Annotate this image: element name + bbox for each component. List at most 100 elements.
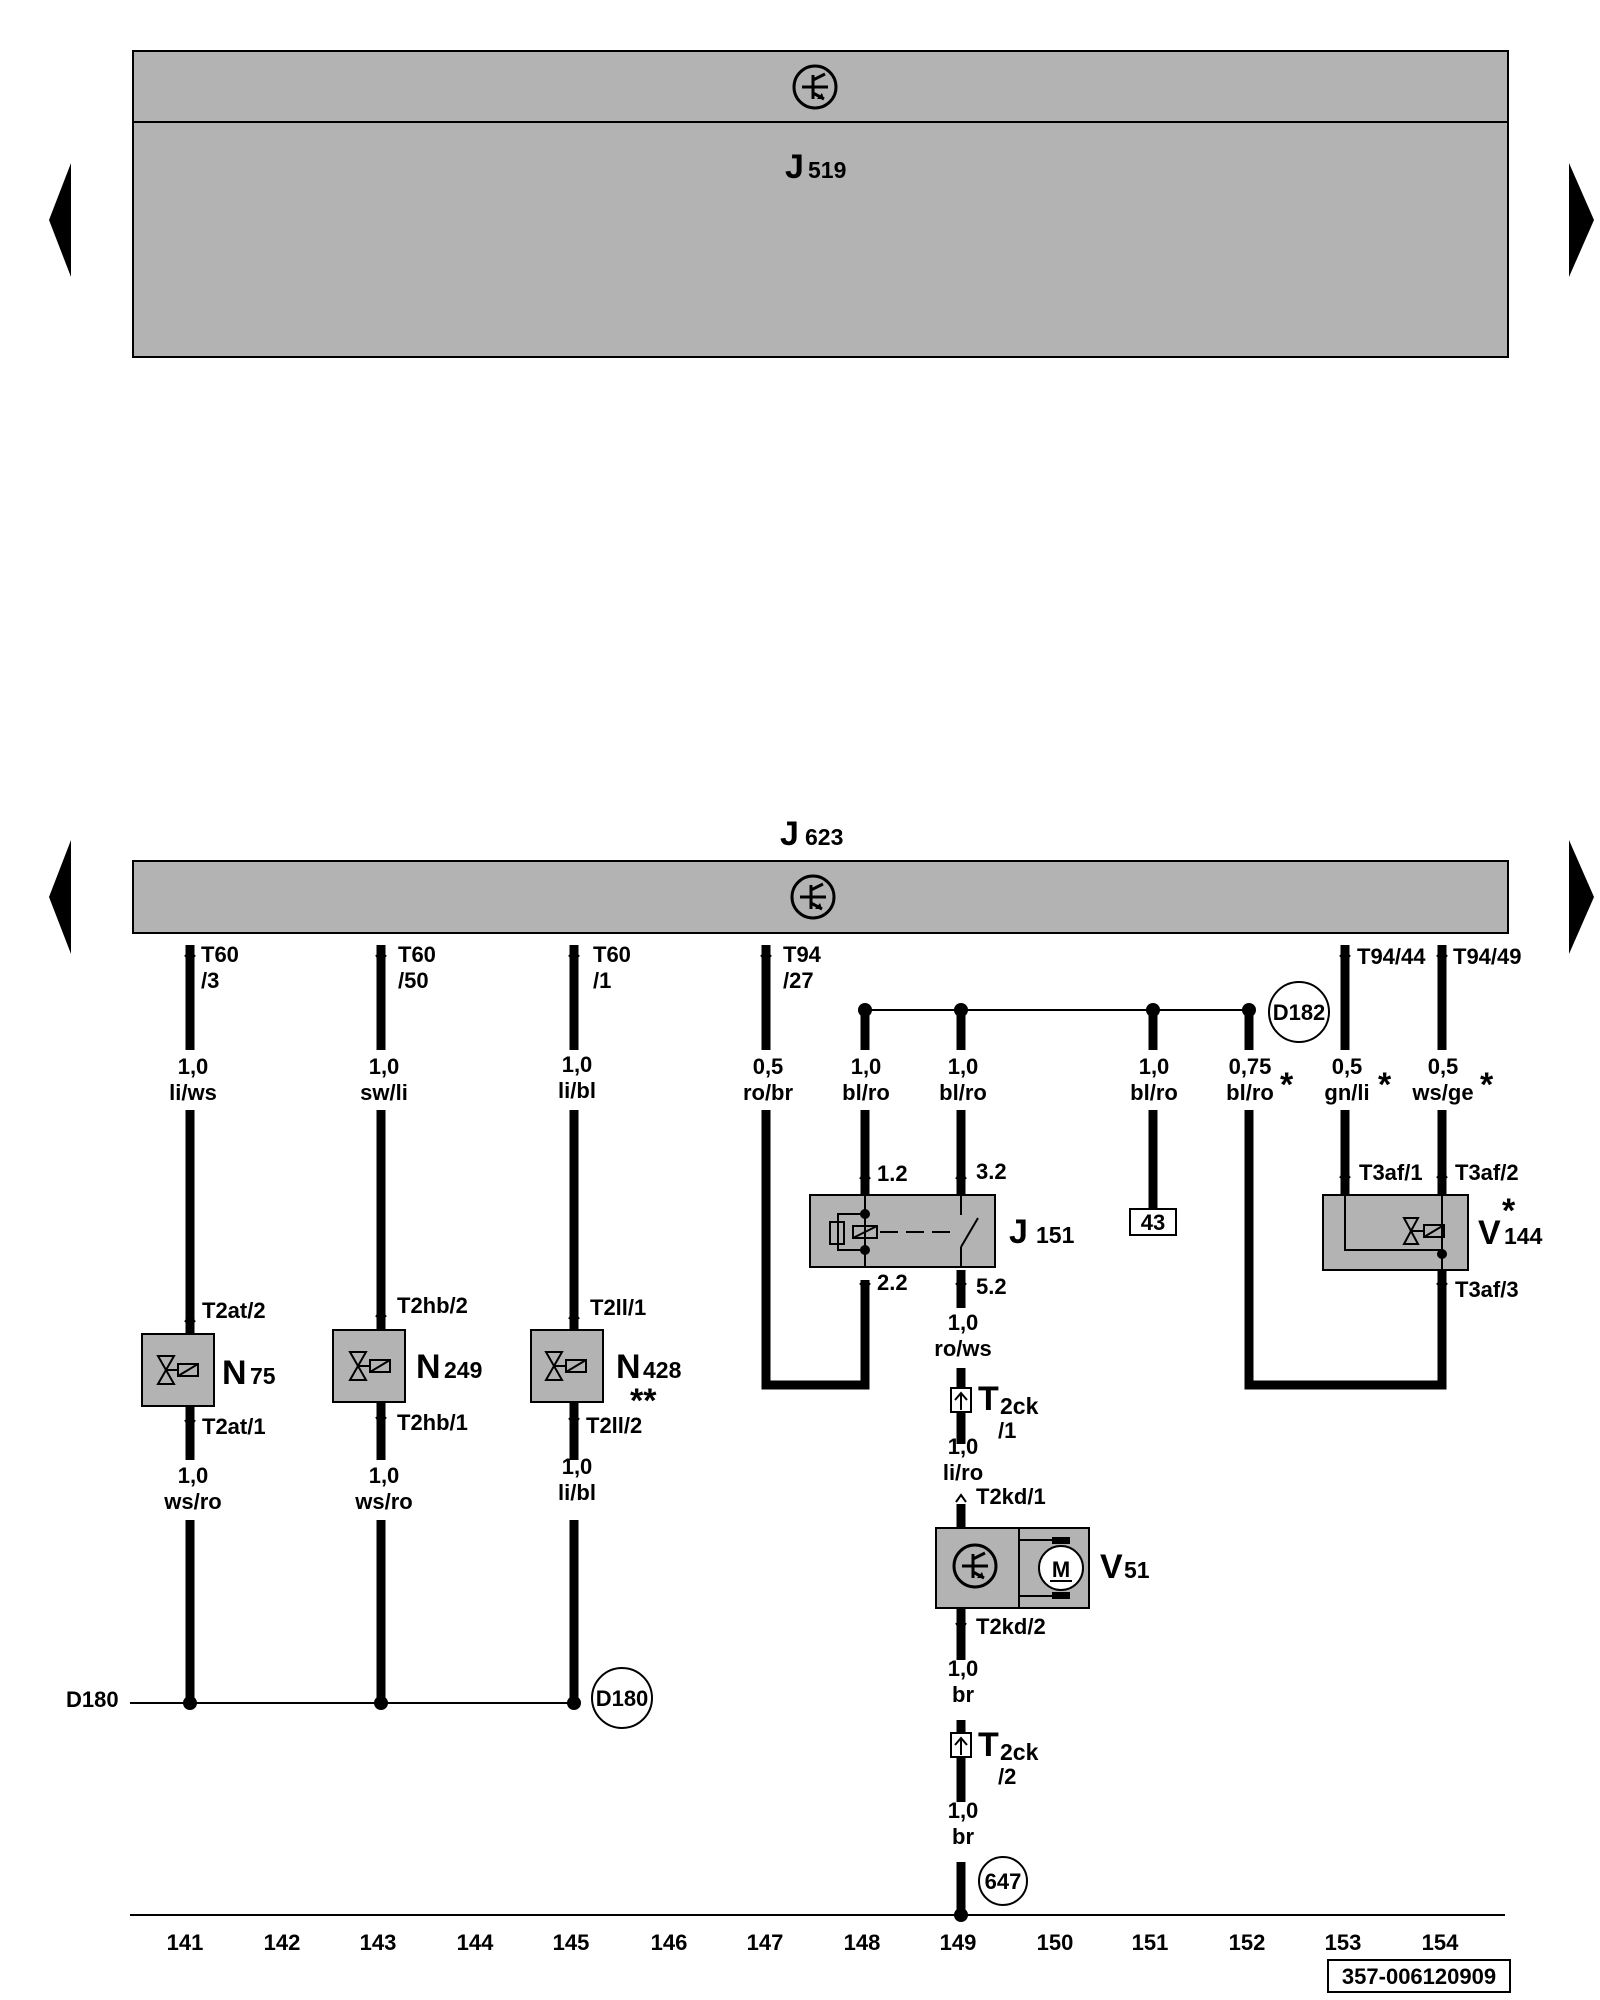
component-sub: 51 <box>1124 1557 1150 1583</box>
column-number: 150 <box>1037 1930 1074 1955</box>
column-number: 151 <box>1132 1930 1169 1955</box>
relay-icon <box>829 1195 979 1267</box>
column-number: 149 <box>940 1930 977 1955</box>
ecu-connectors: T60 /3 T60 /50 T60 /1 T94 /27 T94/44 T94… <box>184 942 1522 993</box>
component-letter: N <box>416 1348 441 1386</box>
component-sub: 249 <box>444 1357 482 1383</box>
component-sub: 75 <box>250 1363 276 1389</box>
column-number: 144 <box>457 1930 494 1955</box>
ground-label: D180 <box>66 1687 119 1712</box>
column-number: 152 <box>1229 1930 1266 1955</box>
connector-pin: /27 <box>783 968 814 993</box>
pump-v51: T2kd/1 M T2kd/2 V 51 <box>935 1484 1150 1639</box>
connector-label: T60 <box>398 942 436 967</box>
connector-t2ck-1: T 2ck /1 <box>950 1380 1039 1443</box>
asterisk-mark: * <box>1502 1192 1516 1230</box>
column-number: 141 <box>167 1930 204 1955</box>
j623-sub: 623 <box>805 824 843 850</box>
pin-label: 5.2 <box>976 1274 1007 1299</box>
wire-color: sw/li <box>360 1080 408 1105</box>
wire-gauge: 1,0 <box>948 1054 979 1079</box>
control-unit-j519: J 519 <box>132 50 1509 358</box>
pin-label: T2hb/1 <box>397 1410 468 1435</box>
ground-point-label: 647 <box>985 1869 1022 1894</box>
nav-left-arrow-top[interactable] <box>49 163 71 277</box>
pin-label: 1.2 <box>877 1161 908 1186</box>
splice-d180: D180 D180 <box>66 1667 653 1729</box>
connector-pin: /1 <box>593 968 611 993</box>
nav-right-arrow-bottom[interactable] <box>1569 840 1594 954</box>
connector-label: T60 <box>201 942 239 967</box>
column-number: 148 <box>844 1930 881 1955</box>
reference-box-label: 43 <box>1141 1210 1165 1235</box>
wire-gauge: 0,5 <box>1428 1054 1459 1079</box>
splice-d182: D182 <box>1268 981 1330 1043</box>
column-number: 142 <box>264 1930 301 1955</box>
component-sub: 151 <box>1036 1222 1075 1248</box>
component-letter: J <box>1009 1213 1028 1251</box>
reference-box-43: 43 <box>1129 1208 1177 1236</box>
nav-left-arrow-bottom[interactable] <box>49 840 71 954</box>
nav-right-arrow-top[interactable] <box>1569 163 1594 277</box>
wire-gauge: 1,0 <box>948 1434 979 1459</box>
valve-n75: T2at/2 T2at/1 N 75 <box>141 1298 276 1439</box>
component-letter: V <box>1478 1214 1501 1252</box>
pin-label: T2kd/1 <box>976 1484 1046 1509</box>
valve-n249: T2hb/2 T2hb/1 N 249 <box>332 1293 482 1435</box>
j623-letter: J <box>780 815 799 853</box>
valve-n428: T2ll/1 T2ll/1 T2ll/2 N 428 ** <box>530 1295 682 1438</box>
column-number: 146 <box>651 1930 688 1955</box>
label-gaps <box>155 1050 1479 1862</box>
column-number: 147 <box>747 1930 784 1955</box>
double-asterisk-mark: ** <box>630 1382 657 1420</box>
pin-label: 2.2 <box>877 1270 908 1295</box>
component-sub: 2ck <box>1000 1393 1039 1419</box>
wire-color: ws/ge <box>1411 1080 1473 1105</box>
j519-sub: 519 <box>808 157 846 183</box>
pump-v144: T3af/1 T3af/2 T3af/3 V 144 * <box>1322 1160 1543 1302</box>
pin-label: T2ll/1 <box>590 1295 646 1320</box>
wire-color: ws/ro <box>354 1489 412 1514</box>
wire-gauge: 1,0 <box>562 1052 593 1077</box>
component-sub: 144 <box>1504 1223 1543 1249</box>
wire-gauge: 0,5 <box>753 1054 784 1079</box>
ground-point-647: 647 <box>978 1856 1028 1906</box>
splice-label: D180 <box>596 1686 649 1711</box>
relay-j151: 1.2 3.2 2.2 5.2 J 151 <box>809 1159 1075 1299</box>
column-number: 154 <box>1422 1930 1459 1955</box>
motor-icon: M <box>1019 1537 1084 1599</box>
wire-gauge: 1,0 <box>369 1054 400 1079</box>
pin-label: /1 <box>998 1418 1016 1443</box>
wire-color: ro/br <box>743 1080 794 1105</box>
pin-label: T2hb/2 <box>397 1293 468 1318</box>
component-letter: N <box>222 1354 247 1392</box>
wire-color: li/ws <box>169 1080 217 1105</box>
wire-gauge: 0,5 <box>1332 1054 1363 1079</box>
connector-label: T94/44 <box>1357 944 1426 969</box>
wire-color: bl/ro <box>1130 1080 1178 1105</box>
connector-label: T94 <box>783 942 822 967</box>
wire-gauge: 1,0 <box>1139 1054 1170 1079</box>
column-numbers: 141 142 143 144 145 146 147 148 149 150 … <box>167 1930 1459 1955</box>
wire-color: bl/ro <box>939 1080 987 1105</box>
connector-label: T60 <box>593 942 631 967</box>
connector-label: T94/49 <box>1453 944 1522 969</box>
column-number: 143 <box>360 1930 397 1955</box>
wire-color: li/bl <box>558 1078 596 1103</box>
wire-gauge: 1,0 <box>948 1798 979 1823</box>
wire-gauge: 1,0 <box>178 1054 209 1079</box>
document-id: 357-006120909 <box>1327 1959 1511 1993</box>
component-letter: N <box>616 1348 641 1386</box>
pin-label: T2at/1 <box>202 1414 266 1439</box>
pin-label: /2 <box>998 1764 1016 1789</box>
j519-letter: J <box>785 148 804 186</box>
wire-color: bl/ro <box>1226 1080 1274 1105</box>
component-letter: T <box>978 1380 999 1418</box>
wire-color: gn/li <box>1324 1080 1369 1105</box>
motor-letter: M <box>1052 1557 1070 1582</box>
pin-label: T2kd/2 <box>976 1614 1046 1639</box>
splice-label: D182 <box>1273 1000 1326 1025</box>
wire-color: li/ro <box>943 1460 983 1485</box>
connector-t2ck-2: T 2ck /2 <box>950 1726 1039 1789</box>
